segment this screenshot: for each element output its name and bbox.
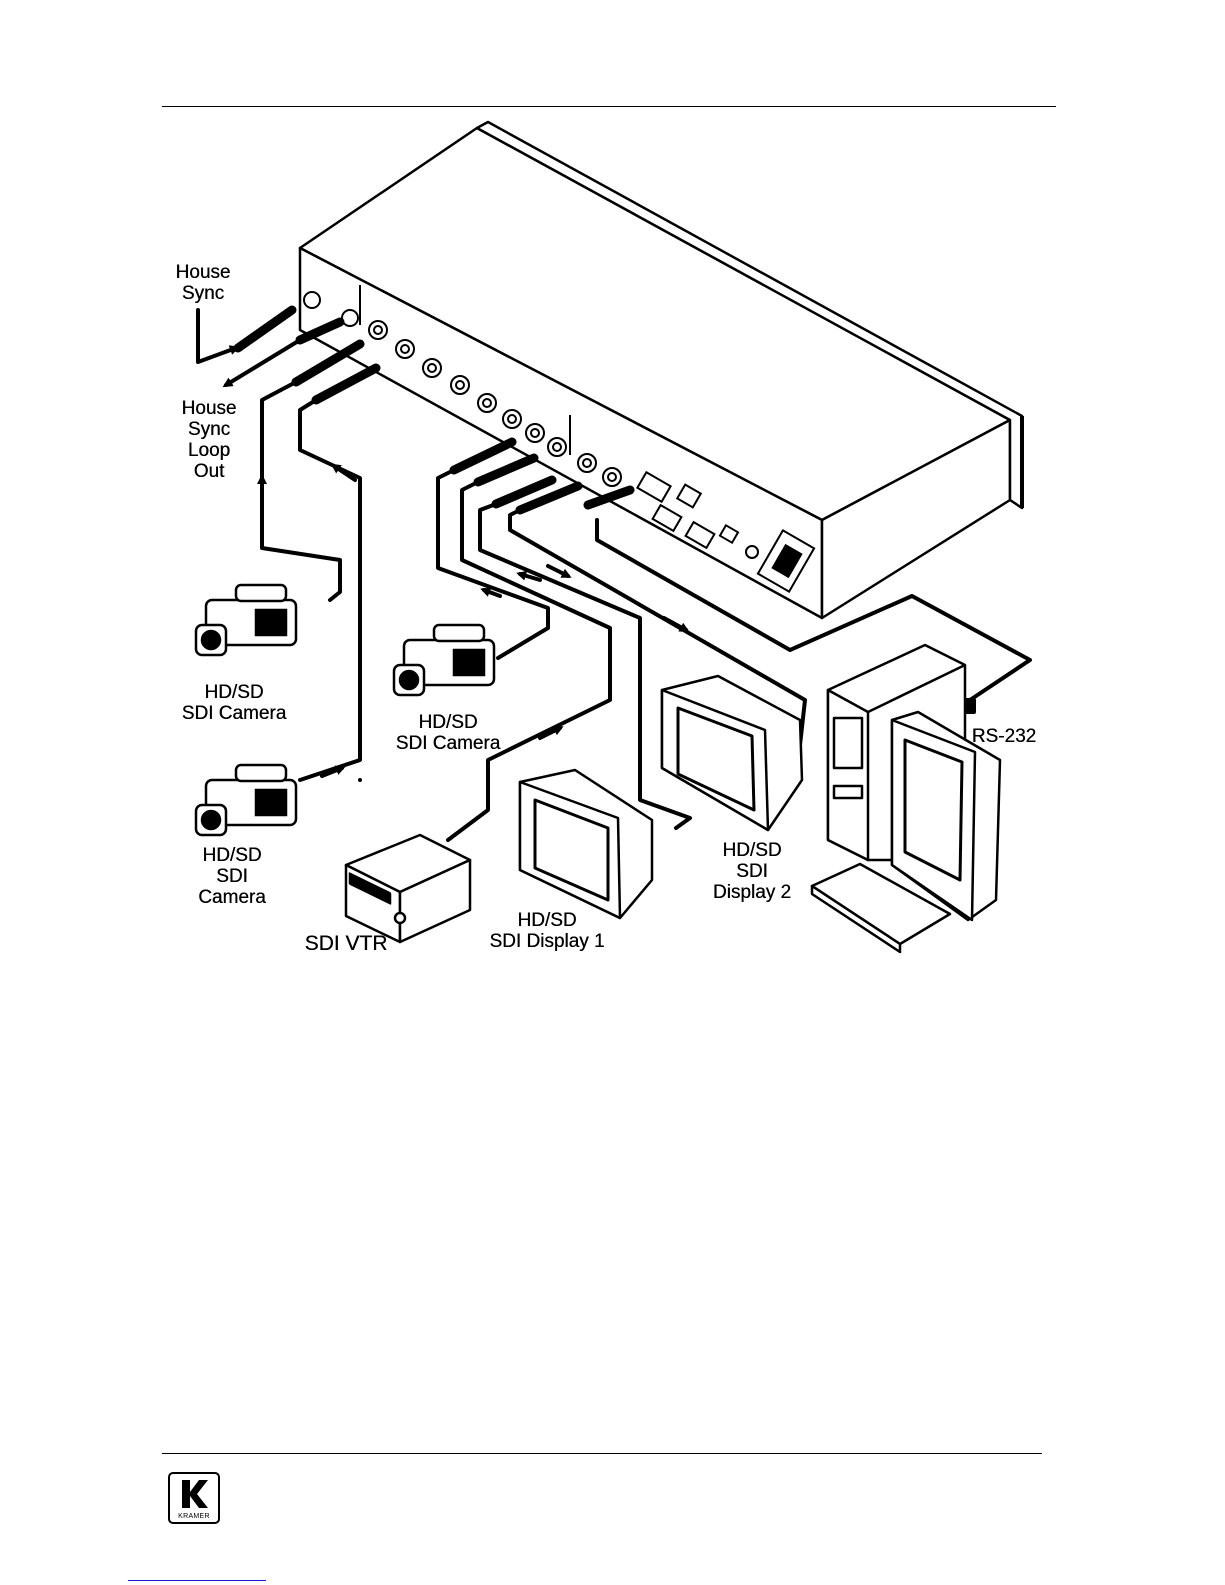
label-line: SDI Camera (380, 733, 516, 754)
label-line: Display 2 (700, 882, 804, 903)
label-line: HD/SD (380, 712, 516, 733)
display-2-icon (662, 676, 802, 830)
camera-icon (196, 765, 296, 835)
label-line: HD/SD (700, 840, 804, 861)
logo-text: KRAMER (170, 1513, 218, 1520)
label-line: SDI (186, 866, 278, 887)
computer-icon (812, 645, 1000, 952)
label-line: SDI Camera (166, 703, 302, 724)
label-line: Out (166, 461, 252, 482)
vtr-icon (346, 835, 470, 942)
switcher-device (300, 122, 1022, 618)
label-line: Sync (160, 283, 246, 304)
camera-3-label: HD/SD SDI Camera (186, 845, 278, 908)
label-line: HD/SD (166, 682, 302, 703)
label-line: SDI VTR (296, 932, 396, 955)
label-line: SDI (700, 861, 804, 882)
display-2-label: HD/SD SDI Display 2 (700, 840, 804, 903)
house-sync-loop-out-label: House Sync Loop Out (166, 398, 252, 482)
footer-rule (162, 1453, 1042, 1454)
label-line: Sync (166, 419, 252, 440)
vtr-label: SDI VTR (296, 932, 396, 955)
house-sync-label: House Sync (160, 262, 246, 304)
rs232-label: RS-232 (966, 726, 1042, 747)
label-line: HD/SD (480, 910, 614, 931)
kramer-logo: KRAMER (168, 1472, 220, 1524)
camera-1-label: HD/SD SDI Camera (166, 682, 302, 724)
label-line: Loop (166, 440, 252, 461)
display-1-icon (520, 770, 652, 918)
label-line: Camera (186, 887, 278, 908)
camera-2-label: HD/SD SDI Camera (380, 712, 516, 754)
logo-k-mark (170, 1474, 218, 1514)
connection-diagram (0, 0, 1225, 1000)
label-line: House (166, 398, 252, 419)
label-line: RS-232 (966, 726, 1042, 747)
display-1-label: HD/SD SDI Display 1 (480, 910, 614, 952)
camera-icon (196, 585, 296, 655)
camera-icon (394, 625, 494, 695)
label-line: HD/SD (186, 845, 278, 866)
label-line: House (160, 262, 246, 283)
label-line: SDI Display 1 (480, 931, 614, 952)
page-link-underline[interactable] (128, 1580, 266, 1581)
